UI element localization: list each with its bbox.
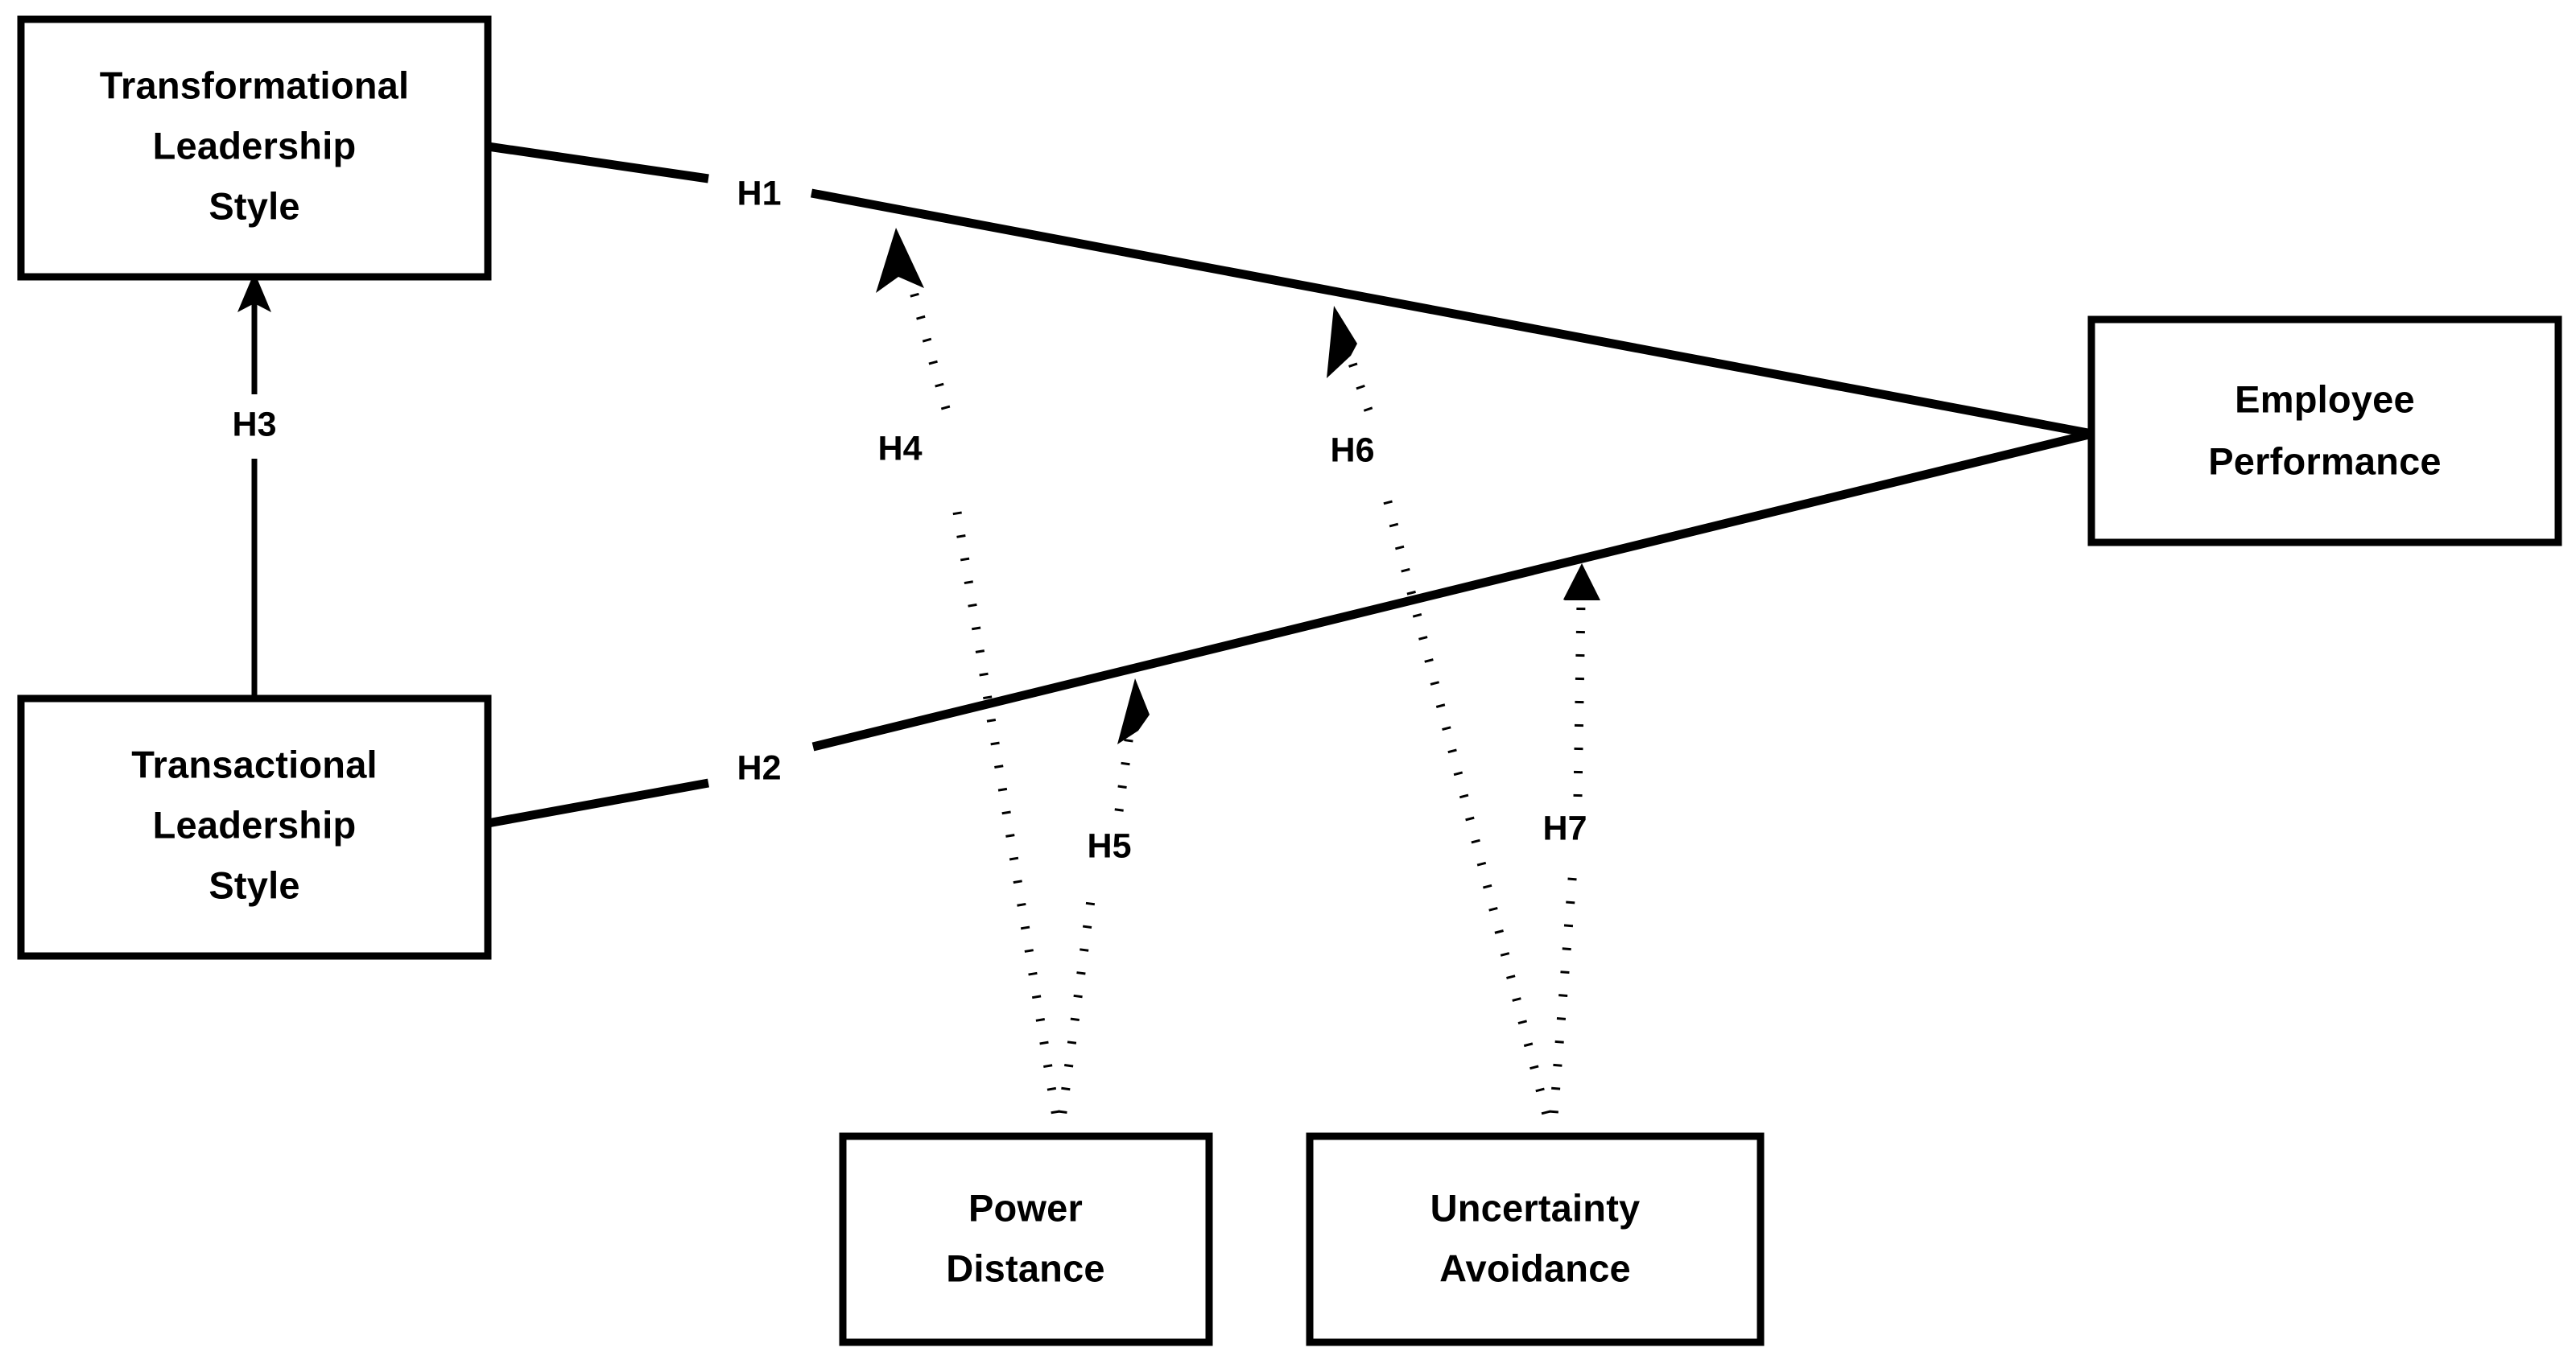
h7-line-segment-lower: [1547, 868, 1578, 1137]
employee-performance-label-line2: Performance: [2208, 439, 2442, 482]
path-h2: [487, 429, 2094, 828]
h5-arrowhead-icon: [1117, 678, 1150, 744]
uncertainty-avoidance-rect[interactable]: [1306, 1132, 1765, 1346]
h1-line-segment-b: [810, 188, 2094, 439]
transactional-leadership-style-rect[interactable]: [17, 694, 492, 960]
box-uncertainty-avoidance[interactable]: Uncertainty Avoidance: [1306, 1132, 1765, 1346]
hypothesis-label-h4: H4: [878, 429, 923, 468]
transformational-leadership-style-label-line3: Style: [208, 184, 299, 227]
box-transformational-leadership-style[interactable]: Transformational Leadership Style: [17, 15, 492, 281]
h2-line-segment-b: [811, 429, 2094, 752]
h7-line-segment-upper: [1573, 601, 1586, 797]
h6-line-segment-lower: [1381, 494, 1557, 1138]
path-h7: [1547, 563, 1600, 1137]
h3-arrowhead-icon: [237, 272, 271, 312]
path-h1: [487, 142, 2094, 439]
hypothesis-label-h1: H1: [737, 174, 782, 212]
h4-line-segment-lower: [950, 497, 1064, 1137]
employee-performance-rect[interactable]: [2087, 315, 2562, 546]
transactional-leadership-style-label-line2: Leadership: [153, 803, 357, 846]
h7-arrowhead-icon: [1563, 563, 1600, 600]
box-power-distance[interactable]: Power Distance: [839, 1132, 1213, 1346]
h4-arrowhead-icon: [876, 228, 924, 293]
path-h6: [1327, 306, 1557, 1138]
transformational-leadership-style-label-line2: Leadership: [153, 124, 357, 167]
path-h4: [876, 228, 1064, 1137]
employee-performance-label-line1: Employee: [2235, 377, 2415, 420]
h4-line-segment-upper: [902, 264, 951, 410]
power-distance-rect[interactable]: [839, 1132, 1213, 1346]
hypothesis-label-h2: H2: [737, 748, 782, 787]
hypothesis-label-h6: H6: [1331, 431, 1375, 469]
box-transactional-leadership-style[interactable]: Transactional Leadership Style: [17, 694, 492, 960]
uncertainty-avoidance-label-line1: Uncertainty: [1430, 1186, 1641, 1229]
transformational-leadership-style-rect[interactable]: [17, 15, 492, 281]
h1-line-segment-a: [487, 142, 709, 183]
path-h3: [237, 272, 271, 698]
uncertainty-avoidance-label-line2: Avoidance: [1439, 1247, 1631, 1289]
transactional-leadership-style-label-line3: Style: [208, 863, 299, 906]
hypothesis-label-h3: H3: [233, 405, 277, 443]
power-distance-label-line1: Power: [968, 1186, 1083, 1229]
transformational-leadership-style-label-line1: Transformational: [100, 64, 410, 106]
power-distance-label-line2: Distance: [946, 1247, 1105, 1289]
h2-line-segment-a: [487, 778, 709, 828]
hypothesis-label-h7: H7: [1543, 809, 1587, 847]
hypothesis-label-h5: H5: [1088, 826, 1132, 865]
box-employee-performance[interactable]: Employee Performance: [2087, 315, 2562, 546]
transactional-leadership-style-label-line1: Transactional: [131, 743, 378, 785]
path-h5: [1055, 678, 1150, 1137]
h5-line-segment-lower: [1055, 881, 1098, 1137]
h6-arrowhead-icon: [1327, 306, 1357, 378]
